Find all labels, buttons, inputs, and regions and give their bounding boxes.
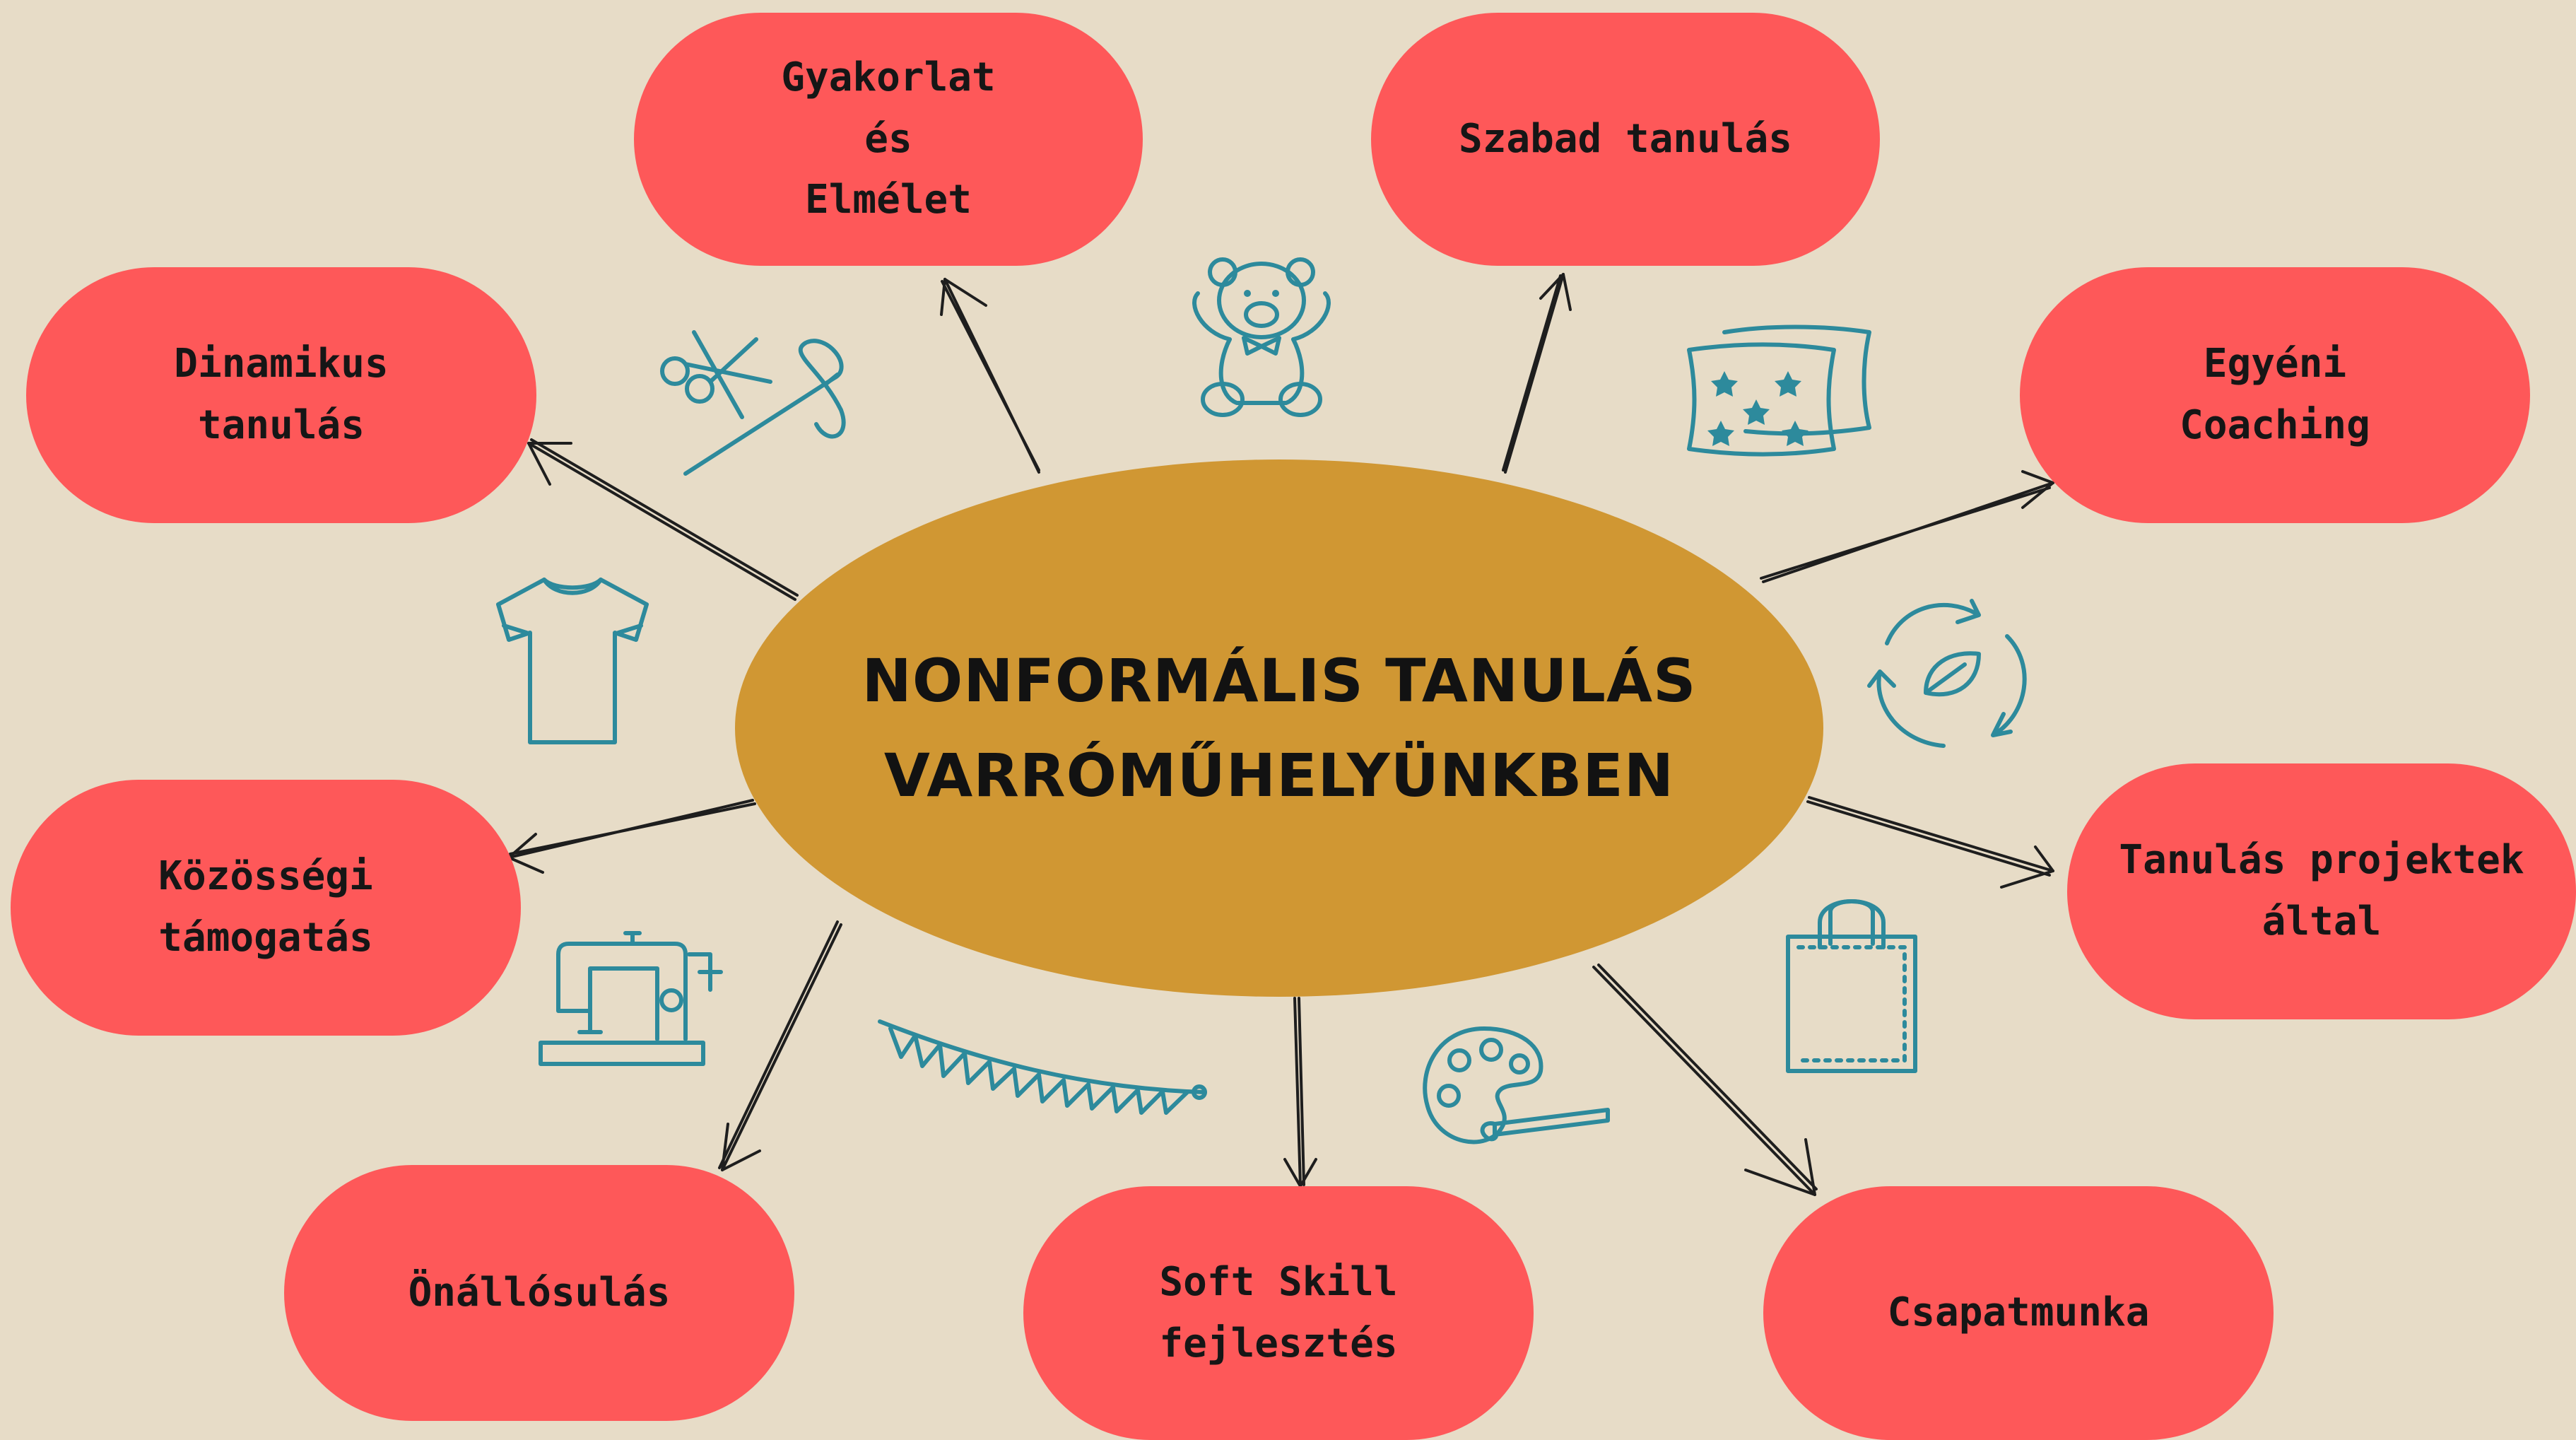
arrow-onallosulas	[718, 920, 842, 1171]
recycle-leaf-icon	[1866, 594, 2035, 756]
shopping-bag-icon	[1781, 894, 1922, 1078]
arrow-csapatmunka	[1592, 964, 1818, 1196]
arrow-szabad	[1502, 273, 1565, 474]
arrow-projektek	[1806, 796, 2054, 877]
node-soft-skill-fejlesztes: Soft Skill fejlesztés	[1023, 1186, 1534, 1440]
teddy-bear-icon	[1187, 254, 1336, 417]
node-egyeni-coaching: Egyéni Coaching	[2020, 267, 2530, 523]
arrow-softskill	[1293, 997, 1305, 1188]
node-onallosulas: Önállósulás	[284, 1165, 794, 1421]
node-tanulas-projektek-altal: Tanulás projektek által	[2067, 763, 2576, 1019]
pillows-icon	[1682, 322, 1880, 457]
node-gyakorlat-es-elmelet: Gyakorlat és Elmélet	[634, 13, 1143, 266]
node-dinamikus-tanulas: Dinamikus tanulás	[26, 267, 536, 523]
arrow-kozossegi	[507, 799, 756, 859]
node-kozossegi-tamogatas: Közösségi támogatás	[11, 780, 521, 1036]
bunting-icon	[873, 1018, 1212, 1145]
tshirt-icon	[484, 573, 661, 749]
node-szabad-tanulas: Szabad tanulás	[1371, 13, 1880, 266]
arrow-dinamikus	[527, 438, 799, 601]
central-title: NONFORMÁLIS TANULÁS VARRÓMŰHELYÜNKBEN	[861, 645, 1697, 810]
node-csapatmunka: Csapatmunka	[1763, 1186, 2274, 1440]
arrow-egyeni	[1760, 481, 2054, 583]
scissors-needle-icon	[657, 311, 869, 481]
sewing-machine-icon	[539, 931, 724, 1075]
central-topic: NONFORMÁLIS TANULÁS VARRÓMŰHELYÜNKBEN	[735, 459, 1823, 997]
arrow-gyakorlat	[941, 278, 1040, 474]
palette-icon	[1417, 1022, 1615, 1156]
